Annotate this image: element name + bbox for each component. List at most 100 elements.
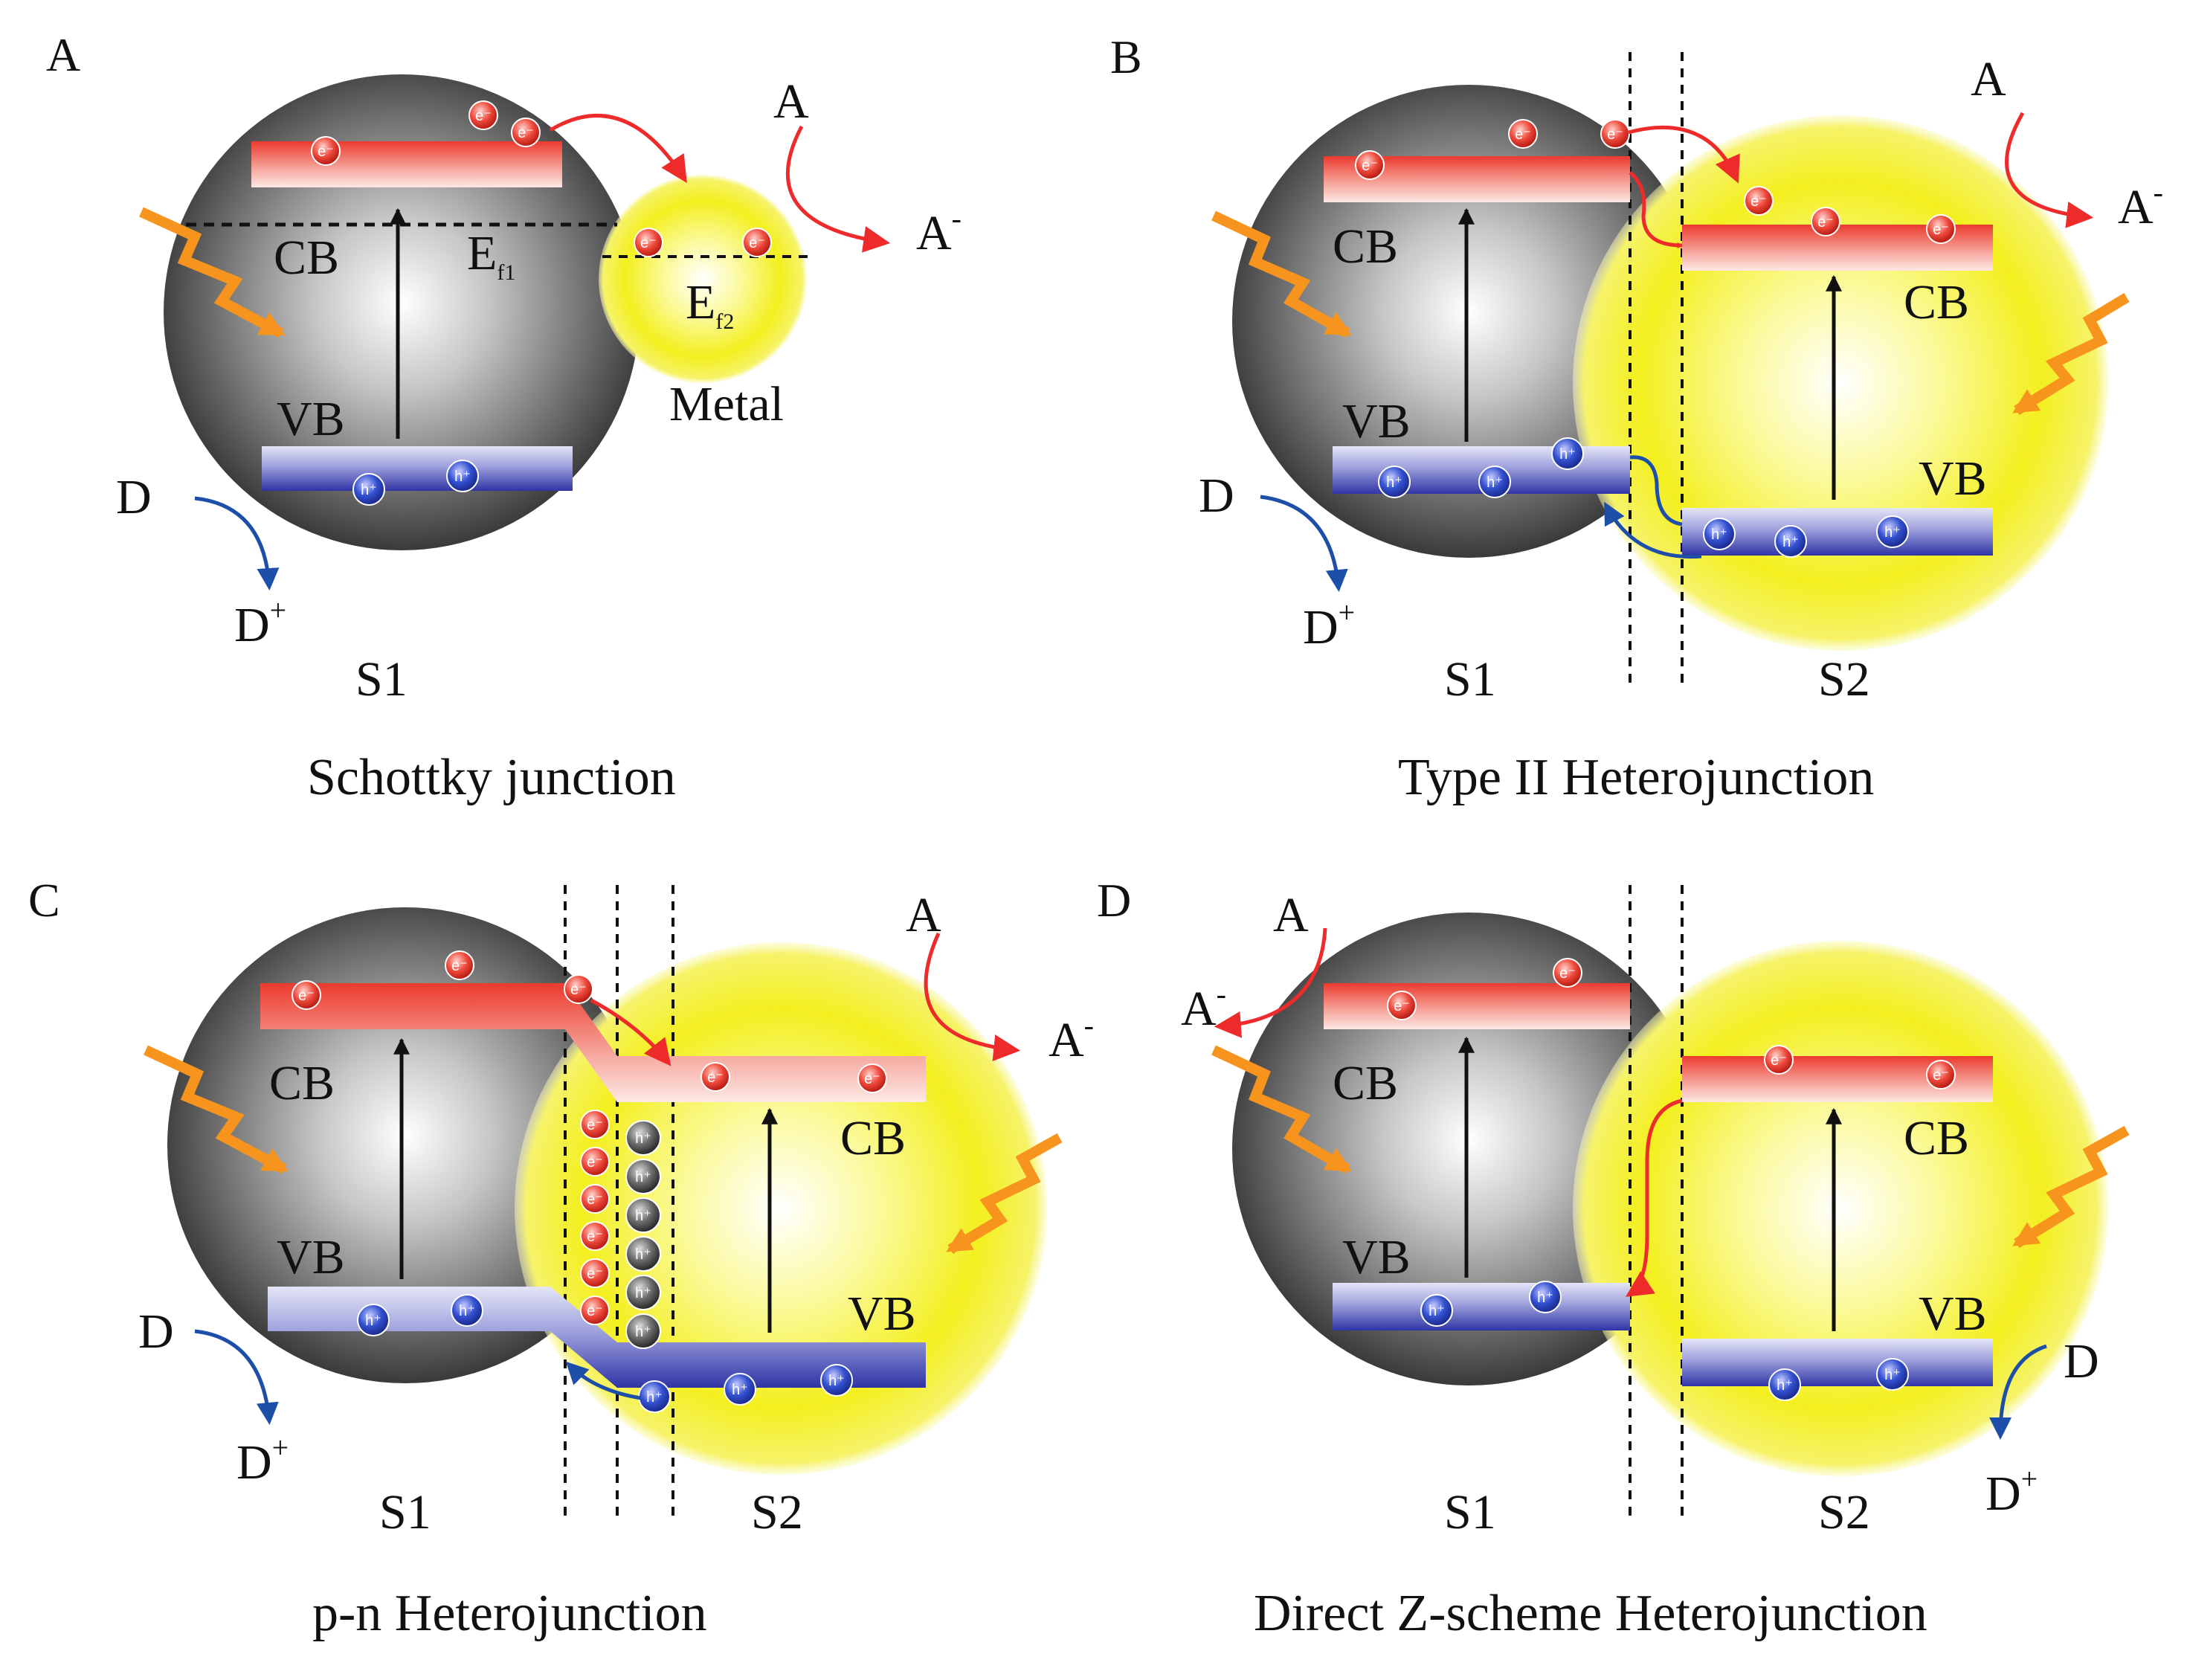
caption-b: Type II Heterojunction xyxy=(1398,749,1874,806)
hole: h⁺ xyxy=(1420,1294,1453,1327)
svg-text:h⁺: h⁺ xyxy=(1537,1290,1553,1306)
hole: h⁺ xyxy=(1774,525,1807,558)
svg-text:e⁻: e⁻ xyxy=(1362,158,1378,174)
hole: h⁺ xyxy=(357,1304,390,1336)
fermi-label-s1: Ef1 xyxy=(467,226,515,285)
svg-text:h⁺: h⁺ xyxy=(1777,1377,1793,1394)
svg-text:h⁺: h⁺ xyxy=(732,1382,748,1398)
svg-text:h⁺: h⁺ xyxy=(361,482,377,498)
electron: e⁻ xyxy=(1811,207,1840,236)
panel-a-schottky: A CB VB Ef1 Ef2 Metal S1 Schottky juncti… xyxy=(46,28,962,806)
hole: h⁺ xyxy=(1768,1368,1801,1401)
s1-label: S1 xyxy=(1444,1485,1496,1539)
panel-letter-c: C xyxy=(28,874,60,927)
panel-c-p-n: C CB VB CB VB S1 S2 p-n Heterojunction e… xyxy=(28,874,1094,1642)
conduction-band-s1 xyxy=(1324,983,1630,1029)
semiconductor-s1-sphere xyxy=(164,74,640,550)
hole: h⁺ xyxy=(724,1373,756,1406)
svg-text:h⁺: h⁺ xyxy=(646,1389,663,1406)
electron: e⁻ xyxy=(580,1258,610,1288)
panel-letter-a: A xyxy=(46,28,80,81)
hole: h⁺ xyxy=(1478,466,1511,498)
panel-b-type-ii: B CB VB CB VB S1 S2 Type II Heterojuncti… xyxy=(1110,30,2163,806)
electron: e⁻ xyxy=(1553,958,1582,988)
electron: e⁻ xyxy=(468,100,498,130)
svg-text:e⁻: e⁻ xyxy=(749,235,765,251)
positive-ion: h⁺ xyxy=(625,1313,661,1349)
cb-label-s2: CB xyxy=(1904,275,1969,329)
vb-label-s2: VB xyxy=(1919,1287,1987,1341)
metal-sphere xyxy=(599,175,807,383)
hole-transfer-arrow xyxy=(1629,455,1683,527)
svg-text:h⁺: h⁺ xyxy=(635,1130,651,1147)
acceptor-label: A xyxy=(773,74,809,129)
hole: h⁺ xyxy=(1529,1281,1562,1313)
svg-text:h⁺: h⁺ xyxy=(1782,534,1799,550)
positive-ion: h⁺ xyxy=(625,1275,661,1310)
svg-text:h⁺: h⁺ xyxy=(1386,474,1402,491)
acceptor-label: A xyxy=(906,888,941,942)
oxidation-arrow xyxy=(194,496,280,590)
electron: e⁻ xyxy=(580,1184,610,1214)
cb-label: CB xyxy=(274,231,339,285)
svg-text:h⁺: h⁺ xyxy=(1711,527,1727,543)
caption-a: Schottky junction xyxy=(307,749,676,806)
svg-text:h⁺: h⁺ xyxy=(459,1303,475,1319)
svg-text:e⁻: e⁻ xyxy=(570,982,587,998)
svg-text:e⁻: e⁻ xyxy=(1394,998,1410,1014)
panel-letter-b: B xyxy=(1110,30,1142,83)
semiconductor-s2-sphere xyxy=(1573,115,2108,651)
svg-text:e⁻: e⁻ xyxy=(1933,222,1949,238)
cb-label-s1: CB xyxy=(1333,1056,1398,1110)
svg-text:e⁻: e⁻ xyxy=(1771,1052,1787,1069)
svg-text:e⁻: e⁻ xyxy=(1817,214,1834,231)
electron: e⁻ xyxy=(1764,1045,1794,1075)
vb-label: VB xyxy=(277,392,345,446)
oxidation-arrow xyxy=(1260,495,1348,592)
hole: h⁺ xyxy=(1876,1358,1909,1391)
valence-band-s1 xyxy=(1333,1283,1630,1330)
electron: e⁻ xyxy=(445,950,474,980)
hole-transfer-arrow xyxy=(1604,501,1702,559)
valence-band-bent xyxy=(268,1287,926,1388)
hole: h⁺ xyxy=(352,473,385,506)
svg-text:h⁺: h⁺ xyxy=(635,1208,651,1224)
reduction-arrow xyxy=(924,932,1021,1061)
svg-text:e⁻: e⁻ xyxy=(1750,193,1767,210)
electron-transfer-arrow xyxy=(590,998,671,1066)
svg-text:e⁻: e⁻ xyxy=(587,1191,603,1208)
svg-text:e⁻: e⁻ xyxy=(318,144,334,160)
light-irradiation-icon xyxy=(1211,210,1352,338)
svg-text:e⁻: e⁻ xyxy=(587,1266,603,1282)
hole-transfer-arrow xyxy=(565,1361,642,1400)
oxidized-donor-label: D+ xyxy=(234,593,286,652)
s2-label: S2 xyxy=(751,1485,803,1539)
hole: h⁺ xyxy=(446,460,479,492)
s1-label: S1 xyxy=(1444,652,1496,707)
positive-ion: h⁺ xyxy=(625,1197,661,1233)
acceptor-label: A xyxy=(1273,888,1309,942)
reduction-arrow xyxy=(1214,927,1327,1038)
electron: e⁻ xyxy=(1926,214,1956,244)
electron: e⁻ xyxy=(580,1296,610,1325)
cb-label-s2: CB xyxy=(840,1111,906,1165)
panel-d-z-scheme: D CB VB CB VB S1 S2 Direct Z-scheme Hete… xyxy=(1097,874,2130,1642)
vb-label-s1: VB xyxy=(277,1230,345,1284)
positive-ion: h⁺ xyxy=(625,1236,661,1272)
svg-text:e⁻: e⁻ xyxy=(1933,1067,1949,1084)
svg-text:e⁻: e⁻ xyxy=(1559,965,1576,982)
reduced-acceptor-label: A- xyxy=(916,202,962,260)
svg-text:e⁻: e⁻ xyxy=(587,1303,603,1319)
svg-text:h⁺: h⁺ xyxy=(635,1324,651,1340)
light-irradiation-icon xyxy=(2012,1125,2130,1248)
vb-label-s2: VB xyxy=(848,1287,916,1341)
svg-text:e⁻: e⁻ xyxy=(1607,126,1623,143)
electron: e⁻ xyxy=(634,228,663,257)
positive-ion: h⁺ xyxy=(625,1159,661,1194)
cb-label-s1: CB xyxy=(1333,219,1398,274)
light-irradiation-icon xyxy=(2012,292,2130,415)
svg-text:h⁺: h⁺ xyxy=(1884,1367,1901,1383)
electron: e⁻ xyxy=(580,1221,610,1251)
reduced-acceptor-label: A- xyxy=(1049,1008,1094,1067)
